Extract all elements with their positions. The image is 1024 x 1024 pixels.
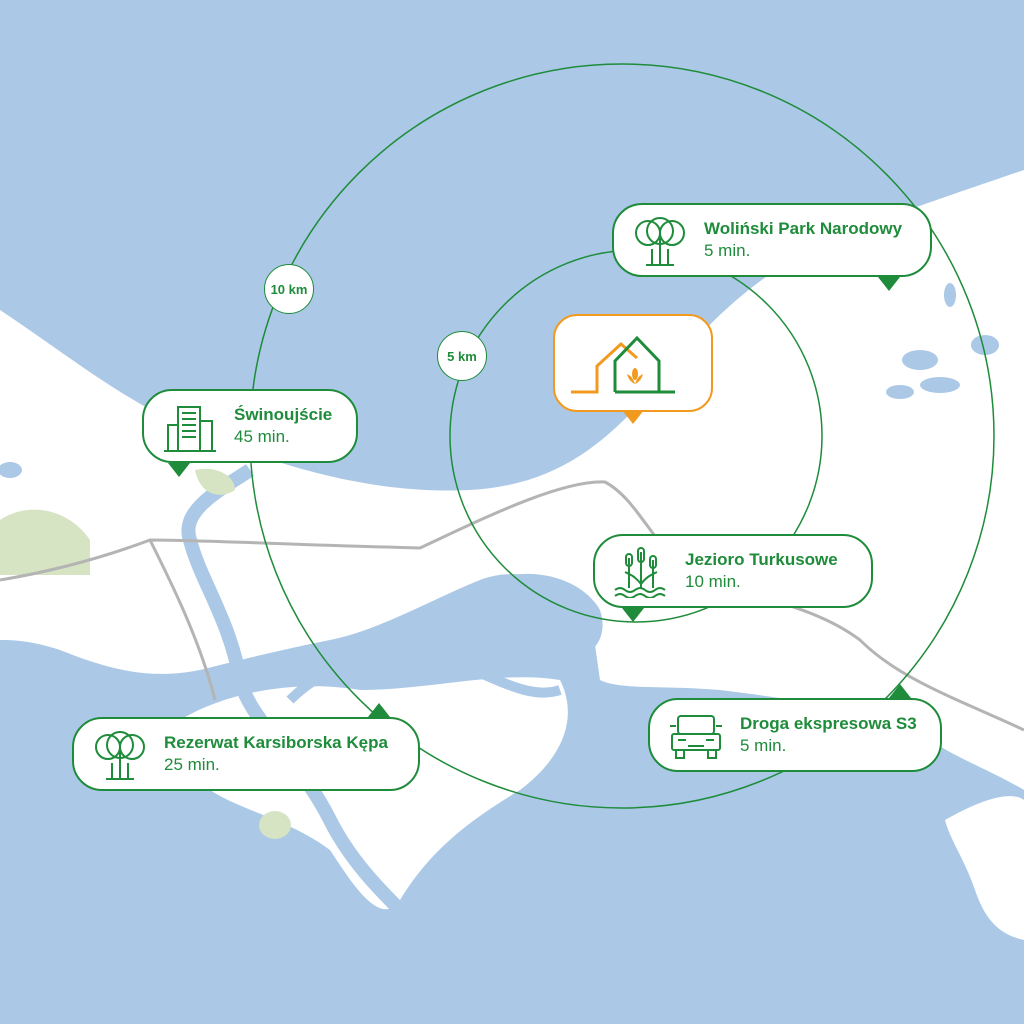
- swina-river: [181, 464, 405, 915]
- radius-5km-badge: 5 km: [437, 331, 487, 381]
- radius-10km-badge: 10 km: [264, 264, 314, 314]
- car-icon: [670, 715, 722, 759]
- place-time: 5 min.: [740, 736, 787, 755]
- callout-pointer: [168, 463, 190, 477]
- city-buildings-icon: [164, 406, 216, 452]
- reeds-water-icon: [614, 547, 666, 598]
- callout-pointer: [622, 608, 644, 622]
- callout-pointer: [368, 703, 390, 717]
- mainland: [0, 170, 1024, 790]
- place-name: Rezerwat Karsiborska Kępa: [164, 733, 388, 752]
- lagoon: [460, 573, 603, 666]
- callout-pointer: [878, 277, 900, 291]
- delta-channel: [286, 647, 562, 704]
- home-marker[interactable]: [553, 314, 713, 412]
- place-name: Świnoujście: [234, 405, 333, 424]
- place-name: Droga ekspresowa S3: [740, 714, 917, 733]
- place-time: 25 min.: [164, 755, 220, 774]
- callout-pointer: [889, 684, 911, 698]
- place-wolinski-park[interactable]: Woliński Park Narodowy 5 min.: [612, 203, 932, 277]
- place-name: Woliński Park Narodowy: [704, 219, 903, 238]
- lakes: [0, 283, 999, 478]
- place-time: 10 min.: [685, 572, 741, 591]
- place-jezioro-turkusowe[interactable]: Jezioro Turkusowe 10 min.: [593, 534, 873, 608]
- place-name: Jezioro Turkusowe: [685, 550, 838, 569]
- place-time: 5 min.: [704, 241, 751, 260]
- trees-icon: [95, 731, 145, 780]
- place-time: 45 min.: [234, 427, 290, 446]
- home-marker-pointer: [622, 410, 644, 424]
- east-peninsula: [945, 796, 1024, 940]
- place-swinoujscie[interactable]: Świnoujście 45 min.: [142, 389, 358, 463]
- parks: [0, 468, 291, 839]
- trees-icon: [635, 217, 685, 266]
- place-rezerwat-karsiborska-kepa[interactable]: Rezerwat Karsiborska Kępa 25 min.: [72, 717, 420, 791]
- place-droga-ekspresowa-s3[interactable]: Droga ekspresowa S3 5 min.: [648, 698, 942, 772]
- home-wheat-icon: [571, 335, 675, 394]
- roads: [0, 480, 1024, 732]
